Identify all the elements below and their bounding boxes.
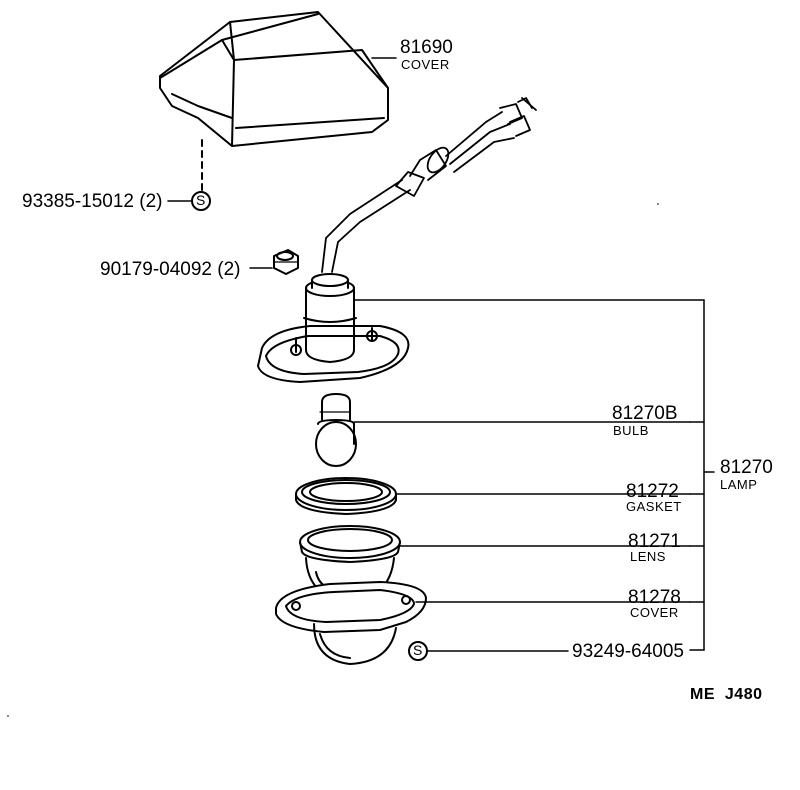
bottom-cover-part	[275, 581, 427, 665]
part-number-90179-04092: 90179-04092 (2)	[100, 259, 241, 280]
wire-harness	[321, 97, 537, 273]
part-name-lamp: LAMP	[720, 477, 758, 492]
lamp-assembly-bracket	[689, 299, 715, 651]
bulb-part	[315, 393, 357, 467]
lamp-housing	[257, 273, 410, 383]
part-name-gasket: GASKET	[626, 499, 682, 514]
screw-symbol-top-letter: S	[196, 192, 206, 208]
part-number-81272: 81272	[626, 481, 679, 502]
part-name-lens: LENS	[630, 549, 666, 564]
part-number-81271: 81271	[628, 531, 681, 552]
part-number-93249-64005: 93249-64005	[572, 641, 684, 662]
part-number-81270b: 81270B	[612, 403, 678, 424]
diagram-reference-code: ME J480	[690, 686, 763, 703]
part-number-81270: 81270	[720, 457, 773, 478]
stray-dot	[7, 715, 9, 717]
part-name-cover-bottom: COVER	[630, 605, 679, 620]
top-cover-part	[159, 11, 389, 147]
stray-dot	[657, 203, 659, 205]
part-number-81690: 81690	[400, 37, 453, 58]
part-number-93385-15012: 93385-15012 (2)	[22, 191, 163, 212]
nut-part	[273, 249, 299, 275]
part-name-cover-top: COVER	[401, 57, 450, 72]
part-name-bulb: BULB	[613, 423, 649, 438]
gasket-part	[295, 477, 397, 515]
screw-symbol-bottom-letter: S	[413, 642, 423, 658]
part-number-81278: 81278	[628, 587, 681, 608]
